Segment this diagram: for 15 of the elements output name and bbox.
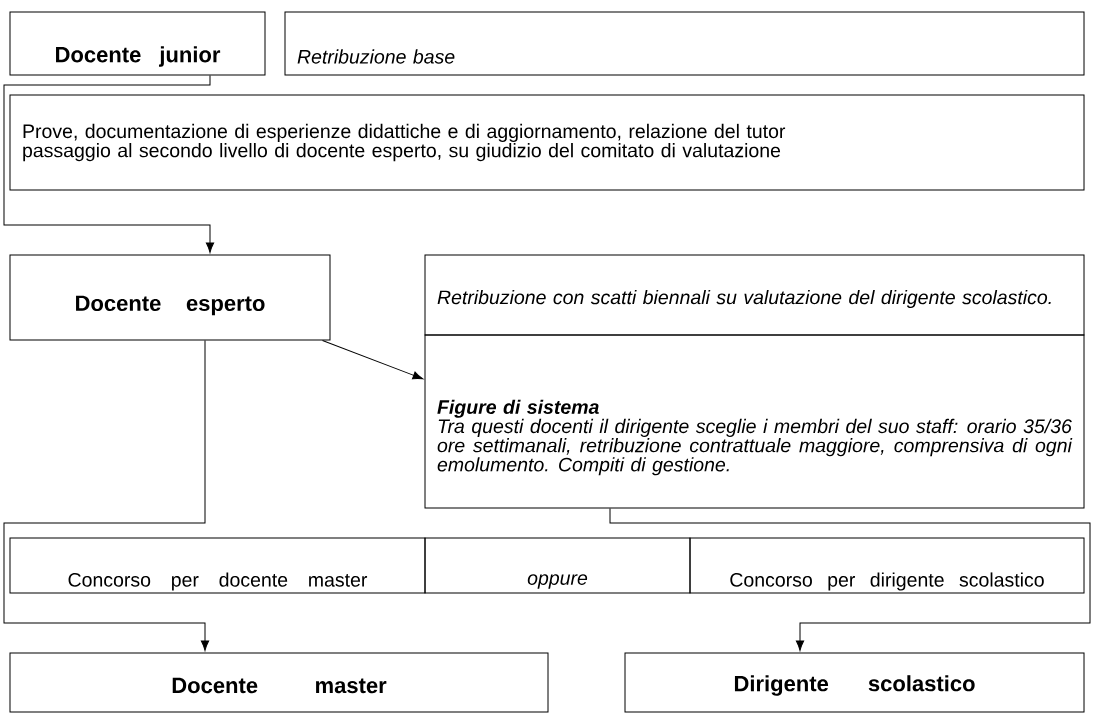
role-box: Docente junior <box>9 11 266 76</box>
exam-cell: Concorso per dirigente scolastico <box>689 537 1085 594</box>
description-box: Retribuzione base <box>284 11 1085 76</box>
step-box: Prove, documentazione di esperienze didattiche e di aggiornamento, relazione del tutor passaggio al secondo livello di docente esperto, su giudizio del comitato di valutazione <box>9 94 1085 191</box>
arrow <box>322 340 424 380</box>
description-box: Retribuzione con scatti biennali su valutazione del dirigente scolastico. <box>424 254 1085 336</box>
arrow <box>3 340 210 651</box>
role-box: Dirigente scolastico <box>624 652 1085 713</box>
role-box: Docente master <box>9 652 549 713</box>
role-box: Docente esperto <box>9 254 331 341</box>
arrow <box>609 508 1091 651</box>
exam-cell: oppure <box>424 537 691 594</box>
arrow <box>3 75 215 253</box>
exam-cell: Concorso per docente master <box>9 537 426 594</box>
description-box: Figure di sistema Tra questi docenti il dirigente sceglie i membri del suo staff: orario 35/36 ore settimanali, retribuzione contrattuale maggiore, comprensiva di ogni emolumento. Compiti di gestione. <box>424 334 1085 509</box>
